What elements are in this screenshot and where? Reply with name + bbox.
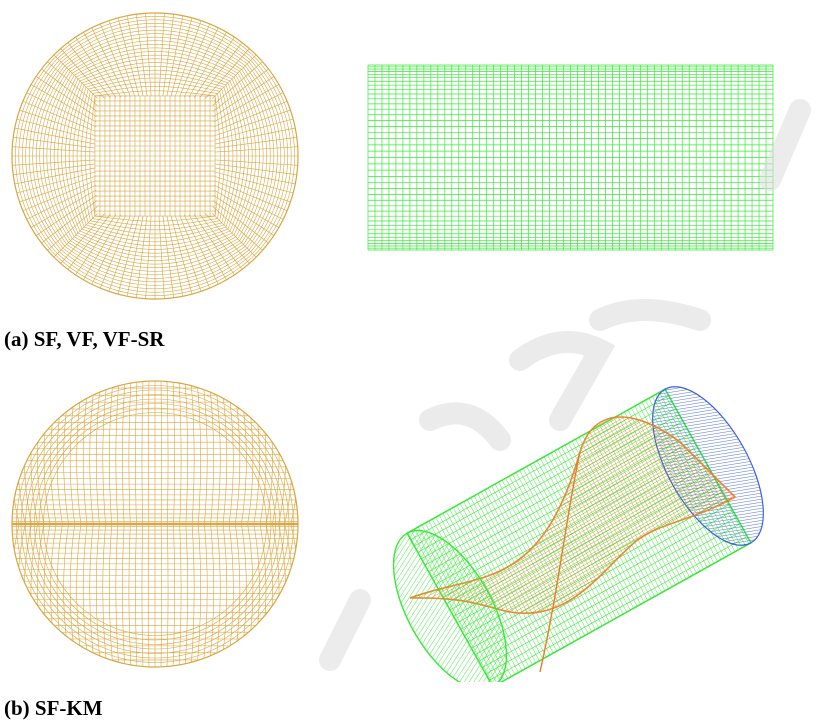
cross-section-mesh-b — [11, 380, 299, 668]
watermark-stroke-2 — [589, 299, 711, 331]
caption-b: (b) SF-KM — [4, 696, 103, 720]
cylinder-twisted-tape-mesh — [392, 386, 764, 682]
panel-b-cylinder-3d — [390, 372, 790, 682]
mesh-lines — [12, 13, 298, 299]
caption-a: (a) SF, VF, VF-SR — [4, 327, 165, 351]
pipe-wall-outline-b — [11, 380, 299, 668]
pipe-wall-outline — [11, 12, 299, 300]
outlet-face-mesh — [392, 529, 508, 682]
axial-mesh-a — [367, 64, 774, 251]
panel-b-cross-section-mesh — [0, 373, 310, 677]
twisted-tape-mesh — [409, 416, 737, 615]
twisted-tape-edge — [539, 451, 581, 673]
panel-a-cross-section-mesh — [0, 10, 310, 302]
panel-a-axial-mesh — [365, 62, 777, 254]
watermark-stroke-5 — [319, 589, 371, 671]
axial-grid-lines — [367, 64, 774, 251]
cross-section-mesh-a — [11, 12, 299, 300]
